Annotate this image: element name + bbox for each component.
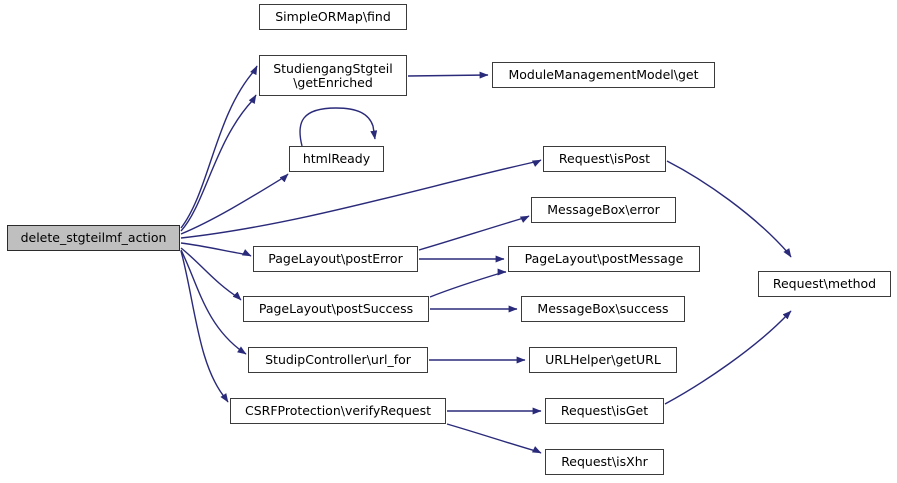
edge-verifyrequest-to-isxhr bbox=[446, 423, 542, 454]
node-postmessage[interactable]: PageLayout\postMessage bbox=[508, 246, 700, 272]
edge-posterror-to-mberror bbox=[418, 215, 530, 251]
node-label-find: SimpleORMap\find bbox=[275, 9, 391, 24]
node-label-root: delete_stgteilmf_action bbox=[20, 230, 167, 245]
node-mmmget[interactable]: ModuleManagementModel\get bbox=[492, 62, 715, 88]
node-getenriched[interactable]: StudiengangStgteil \getEnriched bbox=[259, 55, 407, 96]
node-label-isxhr: Request\isXhr bbox=[561, 454, 648, 469]
node-label-getenriched: StudiengangStgteil \getEnriched bbox=[273, 60, 393, 90]
edge-htmlready-to-htmlready bbox=[299, 107, 378, 147]
node-label-postsuccess: PageLayout\postSuccess bbox=[258, 301, 414, 316]
edge-root-to-getenriched bbox=[180, 94, 257, 232]
edge-root-to-postsuccess bbox=[180, 247, 242, 301]
edge-root-to-htmlready bbox=[180, 173, 289, 235]
node-label-method: Request\method bbox=[772, 276, 877, 291]
node-label-mmmget: ModuleManagementModel\get bbox=[508, 67, 699, 82]
node-label-postmessage: PageLayout\postMessage bbox=[524, 251, 684, 266]
node-mbsuccess[interactable]: MessageBox\success bbox=[521, 296, 685, 322]
node-label-verifyrequest: CSRFProtection\verifyRequest bbox=[244, 403, 432, 418]
node-isxhr[interactable]: Request\isXhr bbox=[545, 449, 664, 475]
node-posterror[interactable]: PageLayout\postError bbox=[253, 246, 418, 272]
edge-root-to-verifyrequest bbox=[180, 250, 229, 403]
node-verifyrequest[interactable]: CSRFProtection\verifyRequest bbox=[230, 398, 446, 424]
edge-ispost-to-method bbox=[666, 160, 792, 258]
edge-root-to-find bbox=[180, 65, 258, 229]
node-label-htmlready: htmlReady bbox=[302, 151, 371, 166]
edge-root-to-urlfor bbox=[180, 249, 247, 355]
node-label-posterror: PageLayout\postError bbox=[268, 251, 403, 266]
node-label-isget: Request\isGet bbox=[560, 403, 649, 418]
edge-root-to-posterror bbox=[180, 242, 252, 257]
node-postsuccess[interactable]: PageLayout\postSuccess bbox=[243, 296, 429, 322]
edge-getenriched-to-mmmget bbox=[407, 71, 489, 79]
node-label-mbsuccess: MessageBox\success bbox=[537, 301, 669, 316]
edge-postsuccess-to-postmessage bbox=[429, 268, 507, 298]
node-mberror[interactable]: MessageBox\error bbox=[531, 197, 676, 223]
node-label-ispost: Request\isPost bbox=[558, 151, 651, 166]
node-ispost[interactable]: Request\isPost bbox=[543, 146, 666, 172]
node-label-urlfor: StudipController\url_for bbox=[265, 352, 411, 367]
edge-isget-to-method bbox=[664, 310, 792, 405]
node-isget[interactable]: Request\isGet bbox=[545, 398, 664, 424]
node-root[interactable]: delete_stgteilmf_action bbox=[7, 225, 180, 251]
node-geturl[interactable]: URLHelper\getURL bbox=[529, 347, 677, 373]
node-label-mberror: MessageBox\error bbox=[547, 202, 660, 217]
node-method[interactable]: Request\method bbox=[758, 271, 891, 297]
node-label-geturl: URLHelper\getURL bbox=[545, 352, 661, 367]
node-htmlready[interactable]: htmlReady bbox=[289, 146, 384, 172]
node-find[interactable]: SimpleORMap\find bbox=[259, 4, 407, 30]
node-urlfor[interactable]: StudipController\url_for bbox=[248, 347, 428, 373]
